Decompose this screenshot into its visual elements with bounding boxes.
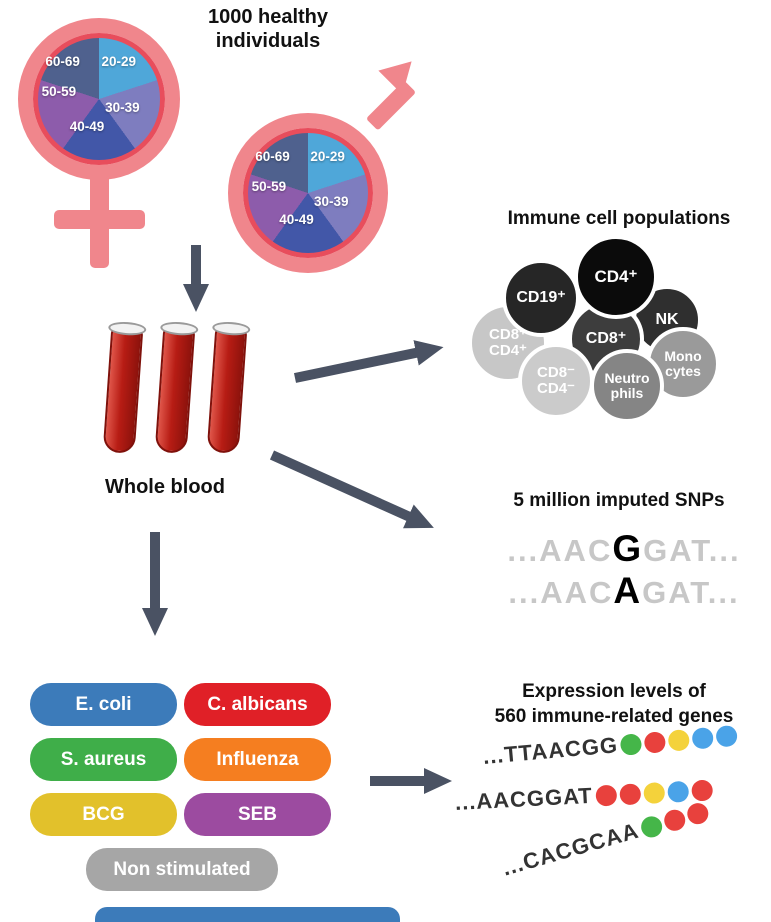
- stimulus-pill-bcg: BCG: [30, 793, 177, 836]
- age-label: 60-69: [45, 53, 80, 69]
- age-label: 30-39: [105, 100, 140, 116]
- tube-body: [102, 327, 144, 454]
- age-label: 60-69: [255, 148, 290, 164]
- tube-body: [206, 327, 248, 454]
- whole-blood-label: Whole blood: [105, 476, 225, 498]
- cell-cd4pos: CD4⁺: [574, 235, 658, 319]
- expression-dot: [667, 728, 691, 752]
- expression-dot: [620, 732, 643, 756]
- age-label: 50-59: [251, 178, 287, 194]
- arrow-blood-to-cells: [293, 340, 444, 383]
- stimulus-pill-ecoli: E. coli: [30, 683, 177, 726]
- snp-variant-base: G: [612, 528, 644, 569]
- snp-suffix: GAT...: [643, 533, 741, 568]
- gene-sequence: ...AACGGAT: [454, 782, 594, 815]
- blood-tube-icon: [151, 320, 200, 459]
- tube-body: [154, 327, 196, 454]
- cell-cd8neg-cd4neg: CD8⁻ CD4⁻: [518, 343, 594, 419]
- expression-dot: [715, 724, 739, 748]
- snp-prefix: ...AAC: [507, 533, 613, 568]
- snp-allele-1: ...AACGGAT...: [478, 528, 770, 570]
- gene-sequence: ...TTAACGG: [481, 732, 619, 769]
- gene-sequence: ...CACGCAA: [499, 817, 642, 881]
- cohort-title: 1000 healthy individuals: [207, 6, 329, 52]
- expression-dot: [619, 782, 642, 805]
- arrow-blood-to-snps: [269, 450, 434, 529]
- expression-dot: [643, 781, 666, 804]
- expression-dot: [643, 730, 667, 754]
- snp-variant-base: A: [613, 570, 643, 611]
- male-arrow-head: [378, 49, 424, 95]
- blood-tubes: [102, 320, 264, 470]
- expression-dot: [691, 726, 715, 750]
- age-label: 30-39: [314, 194, 349, 210]
- snps-title: 5 million imputed SNPs: [513, 490, 725, 511]
- snp-allele-2: ...AACAGAT...: [478, 570, 770, 612]
- female-symbol-icon: 20-29 30-39 40-49 50-59 60-69: [12, 14, 192, 270]
- expression-dot: [638, 813, 665, 840]
- female-cross-bar: [54, 210, 145, 229]
- age-label: 20-29: [310, 148, 345, 164]
- age-label: 20-29: [101, 53, 136, 69]
- stimulus-pill-influenza: Influenza: [184, 738, 331, 781]
- stimulus-pill-saureus: S. aureus: [30, 738, 177, 781]
- expression-dot: [667, 780, 690, 803]
- cell-cd19pos: CD19⁺: [502, 259, 580, 337]
- stimulus-pill-nonstimulated: Non stimulated: [86, 848, 278, 891]
- expression-title: Expression levels of 560 immune-related …: [494, 681, 734, 727]
- stimulus-pill-seb: SEB: [184, 793, 331, 836]
- expression-dot: [661, 806, 688, 833]
- expression-dot: [595, 784, 618, 807]
- blood-tube-icon: [203, 320, 252, 459]
- cell-neutrophils: Neutro phils: [590, 349, 664, 423]
- stimulus-pill-calbicans: C. albicans: [184, 683, 331, 726]
- stimulus-pill-partial: [95, 907, 400, 922]
- immune-populations-title: Immune cell populations: [507, 208, 731, 229]
- blood-tube-icon: [99, 320, 148, 459]
- age-label: 40-49: [69, 118, 105, 134]
- immune-cell-cluster: CD8⁺ CD4⁺ CD19⁺ NK Mono cytes CD8⁺ CD8⁻ …: [468, 233, 770, 445]
- expression-dot: [684, 800, 711, 827]
- age-pie-male: 20-29 30-39 40-49 50-59 60-69: [243, 128, 373, 258]
- age-label: 50-59: [41, 84, 77, 100]
- snp-prefix: ...AAC: [508, 575, 614, 610]
- male-symbol-icon: 20-29 30-39 40-49 50-59 60-69: [222, 49, 427, 273]
- age-label: 40-49: [279, 212, 314, 228]
- age-pie-female: 20-29 30-39 40-49 50-59 60-69: [33, 33, 165, 165]
- snp-suffix: GAT...: [642, 575, 740, 610]
